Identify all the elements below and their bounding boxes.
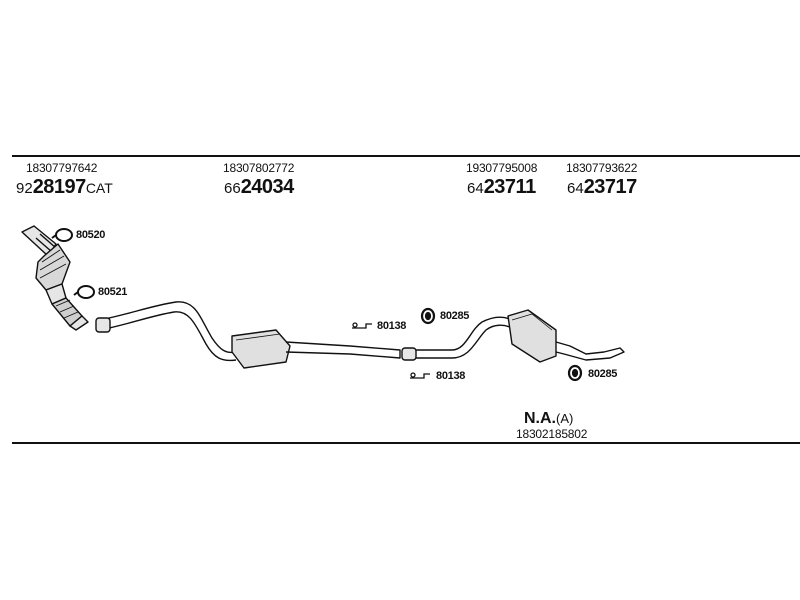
na-suffix: (A) [556,411,574,426]
clamp-label-80521: 80521 [98,286,128,298]
rubber-hanger-icon [567,364,583,382]
hanger-label-top: 80285 [440,310,470,322]
ref-prefix: 66 [224,180,241,197]
top-divider [12,155,800,157]
ref-code-1: 9228197CAT [16,177,113,197]
hanger-label-low: 80285 [588,368,618,380]
bracket-icon [352,322,372,329]
ref-code-3: 6423711 [467,177,536,197]
part-number-3: 19307795008 [466,161,538,175]
bracket-label-mid: 80138 [377,320,407,332]
bracket-icon [410,372,430,379]
ref-suffix: CAT [85,180,113,196]
part-number-2: 18307802772 [223,161,295,175]
part-number-4: 18307793622 [566,161,638,175]
part-number-1: 18307797642 [26,161,98,175]
ref-number: 23717 [583,176,638,198]
catalytic-converter [21,225,89,331]
ref-number: 23711 [483,176,537,198]
ref-code-2: 6624034 [224,177,294,197]
clamp-label-80520: 80520 [76,229,106,241]
na-label: N.A. [524,410,556,427]
ref-prefix: 64 [567,180,584,197]
na-note: N.A.(A) [524,410,573,428]
ref-prefix: 64 [467,180,484,197]
na-part-number: 18302185802 [516,427,588,441]
rubber-hanger-icon [420,307,436,325]
ref-code-4: 6423717 [567,177,637,197]
ref-prefix: 92 [16,180,33,197]
centre-pipe-with-silencer [95,301,401,369]
clamp-icon [51,228,73,242]
bottom-divider [12,442,800,444]
bracket-label-low: 80138 [436,370,466,382]
clamp-icon [73,285,95,299]
rear-pipe-with-silencer [401,309,625,363]
ref-number: 28197 [32,176,87,198]
ref-number: 24034 [240,176,295,198]
